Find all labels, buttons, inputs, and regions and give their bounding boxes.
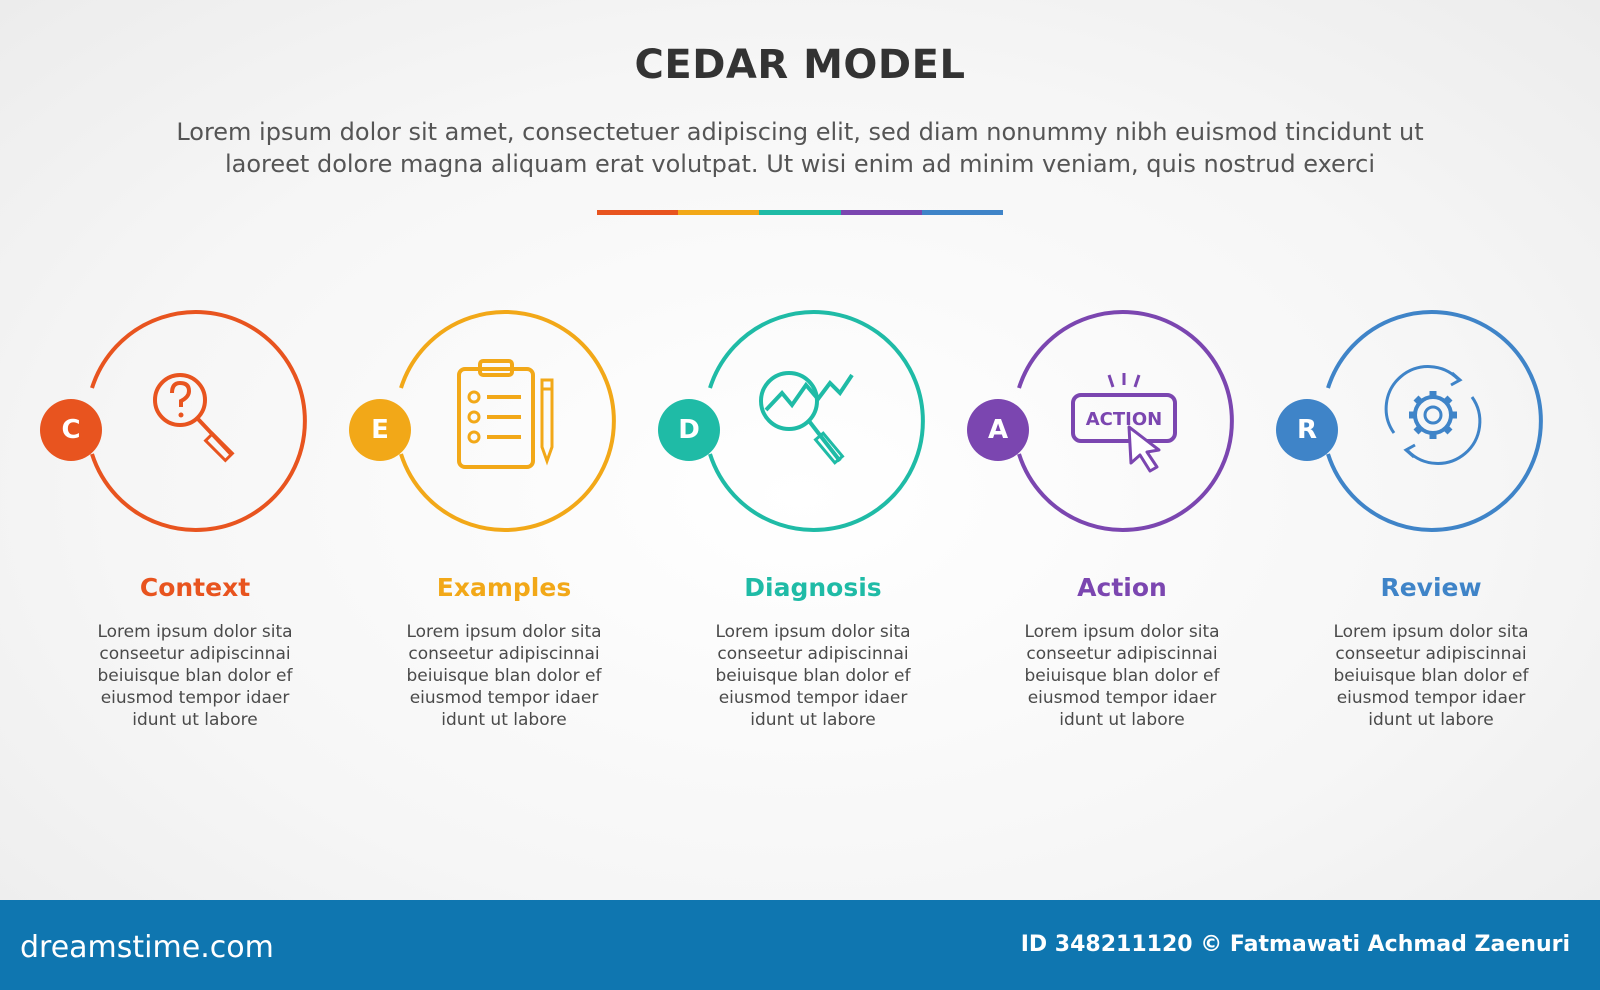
footer-bar: dreamstime.com ID 348211120 © Fatmawati … xyxy=(0,900,1600,990)
divider-segment-orange xyxy=(597,210,679,215)
desc-line: idunt ut labore xyxy=(1059,710,1185,730)
divider-segment-purple xyxy=(840,210,922,215)
desc-line: eiusmod tempor idaer xyxy=(100,688,290,708)
dreamstime-logo: dreamstime.com xyxy=(20,930,274,965)
step-title: Context xyxy=(139,573,251,602)
desc-line: eiusmod tempor idaer xyxy=(1027,688,1217,708)
page-title: CEDAR MODEL xyxy=(634,42,966,88)
desc-line: beiuisque blan dolor ef xyxy=(1333,666,1529,686)
step-graphic: ACTION A xyxy=(967,305,1277,537)
subtitle-line: Lorem ipsum dolor sit amet, consectetuer… xyxy=(176,118,1424,146)
divider-segment-blue xyxy=(921,210,1004,215)
letter-badge: C xyxy=(40,399,102,461)
desc-line: eiusmod tempor idaer xyxy=(1336,688,1526,708)
step-title: Diagnosis xyxy=(744,573,882,602)
step-graphic: D xyxy=(658,305,968,537)
desc-line: idunt ut labore xyxy=(750,710,876,730)
desc-line: conseetur adipiscinnai xyxy=(408,644,600,664)
desc-line: beiuisque blan dolor ef xyxy=(1024,666,1220,686)
step-title: Examples xyxy=(436,573,572,602)
desc-line: Lorem ipsum dolor sita xyxy=(1333,622,1529,642)
circle-outline xyxy=(1326,310,1543,532)
circle-outline xyxy=(1017,310,1234,532)
step-description: Lorem ipsum dolor sita conseetur adipisc… xyxy=(389,621,619,731)
step-graphic: E xyxy=(349,305,659,537)
desc-line: idunt ut labore xyxy=(441,710,567,730)
clipboard-checklist-icon xyxy=(457,359,554,469)
letter-badge: R xyxy=(1276,399,1338,461)
step-description: Lorem ipsum dolor sita conseetur adipisc… xyxy=(80,621,310,731)
page-subtitle: Lorem ipsum dolor sit amet, consectetuer… xyxy=(110,116,1490,180)
question-magnifier-icon xyxy=(153,373,235,463)
step-title: Review xyxy=(1380,573,1482,602)
circle-outline xyxy=(708,310,925,532)
desc-line: Lorem ipsum dolor sita xyxy=(97,622,293,642)
action-icon-label: ACTION xyxy=(1086,409,1162,430)
subtitle-line: laoreet dolore magna aliquam erat volutp… xyxy=(224,150,1376,178)
color-divider xyxy=(597,210,1004,215)
circle-outline xyxy=(399,310,616,532)
gear-cycle-icon xyxy=(1384,365,1482,465)
step-description: Lorem ipsum dolor sita conseetur adipisc… xyxy=(1007,621,1237,731)
desc-line: conseetur adipiscinnai xyxy=(717,644,909,664)
desc-line: eiusmod tempor idaer xyxy=(718,688,908,708)
step-graphic: C xyxy=(40,305,350,537)
letter-badge: D xyxy=(658,399,720,461)
desc-line: Lorem ipsum dolor sita xyxy=(715,622,911,642)
desc-line: beiuisque blan dolor ef xyxy=(715,666,911,686)
letter-badge: E xyxy=(349,399,411,461)
desc-line: idunt ut labore xyxy=(1368,710,1494,730)
desc-line: Lorem ipsum dolor sita xyxy=(406,622,602,642)
step-title: Action xyxy=(1077,573,1167,602)
desc-line: beiuisque blan dolor ef xyxy=(97,666,293,686)
desc-line: conseetur adipiscinnai xyxy=(1026,644,1218,664)
desc-line: conseetur adipiscinnai xyxy=(1335,644,1527,664)
step-graphic: R xyxy=(1276,305,1586,537)
desc-line: eiusmod tempor idaer xyxy=(409,688,599,708)
divider-segment-yellow xyxy=(678,210,760,215)
desc-line: idunt ut labore xyxy=(132,710,258,730)
desc-line: beiuisque blan dolor ef xyxy=(406,666,602,686)
desc-line: conseetur adipiscinnai xyxy=(99,644,291,664)
letter-badge: A xyxy=(967,399,1029,461)
divider-segment-teal xyxy=(759,210,841,215)
step-description: Lorem ipsum dolor sita conseetur adipisc… xyxy=(698,621,928,731)
action-button-cursor-icon: ACTION xyxy=(1071,373,1177,473)
step-description: Lorem ipsum dolor sita conseetur adipisc… xyxy=(1316,621,1546,731)
circle-outline xyxy=(90,310,307,532)
desc-line: Lorem ipsum dolor sita xyxy=(1024,622,1220,642)
chart-magnifier-icon xyxy=(759,371,854,465)
image-credit: ID 348211120 © Fatmawati Achmad Zaenuri xyxy=(1020,932,1570,957)
